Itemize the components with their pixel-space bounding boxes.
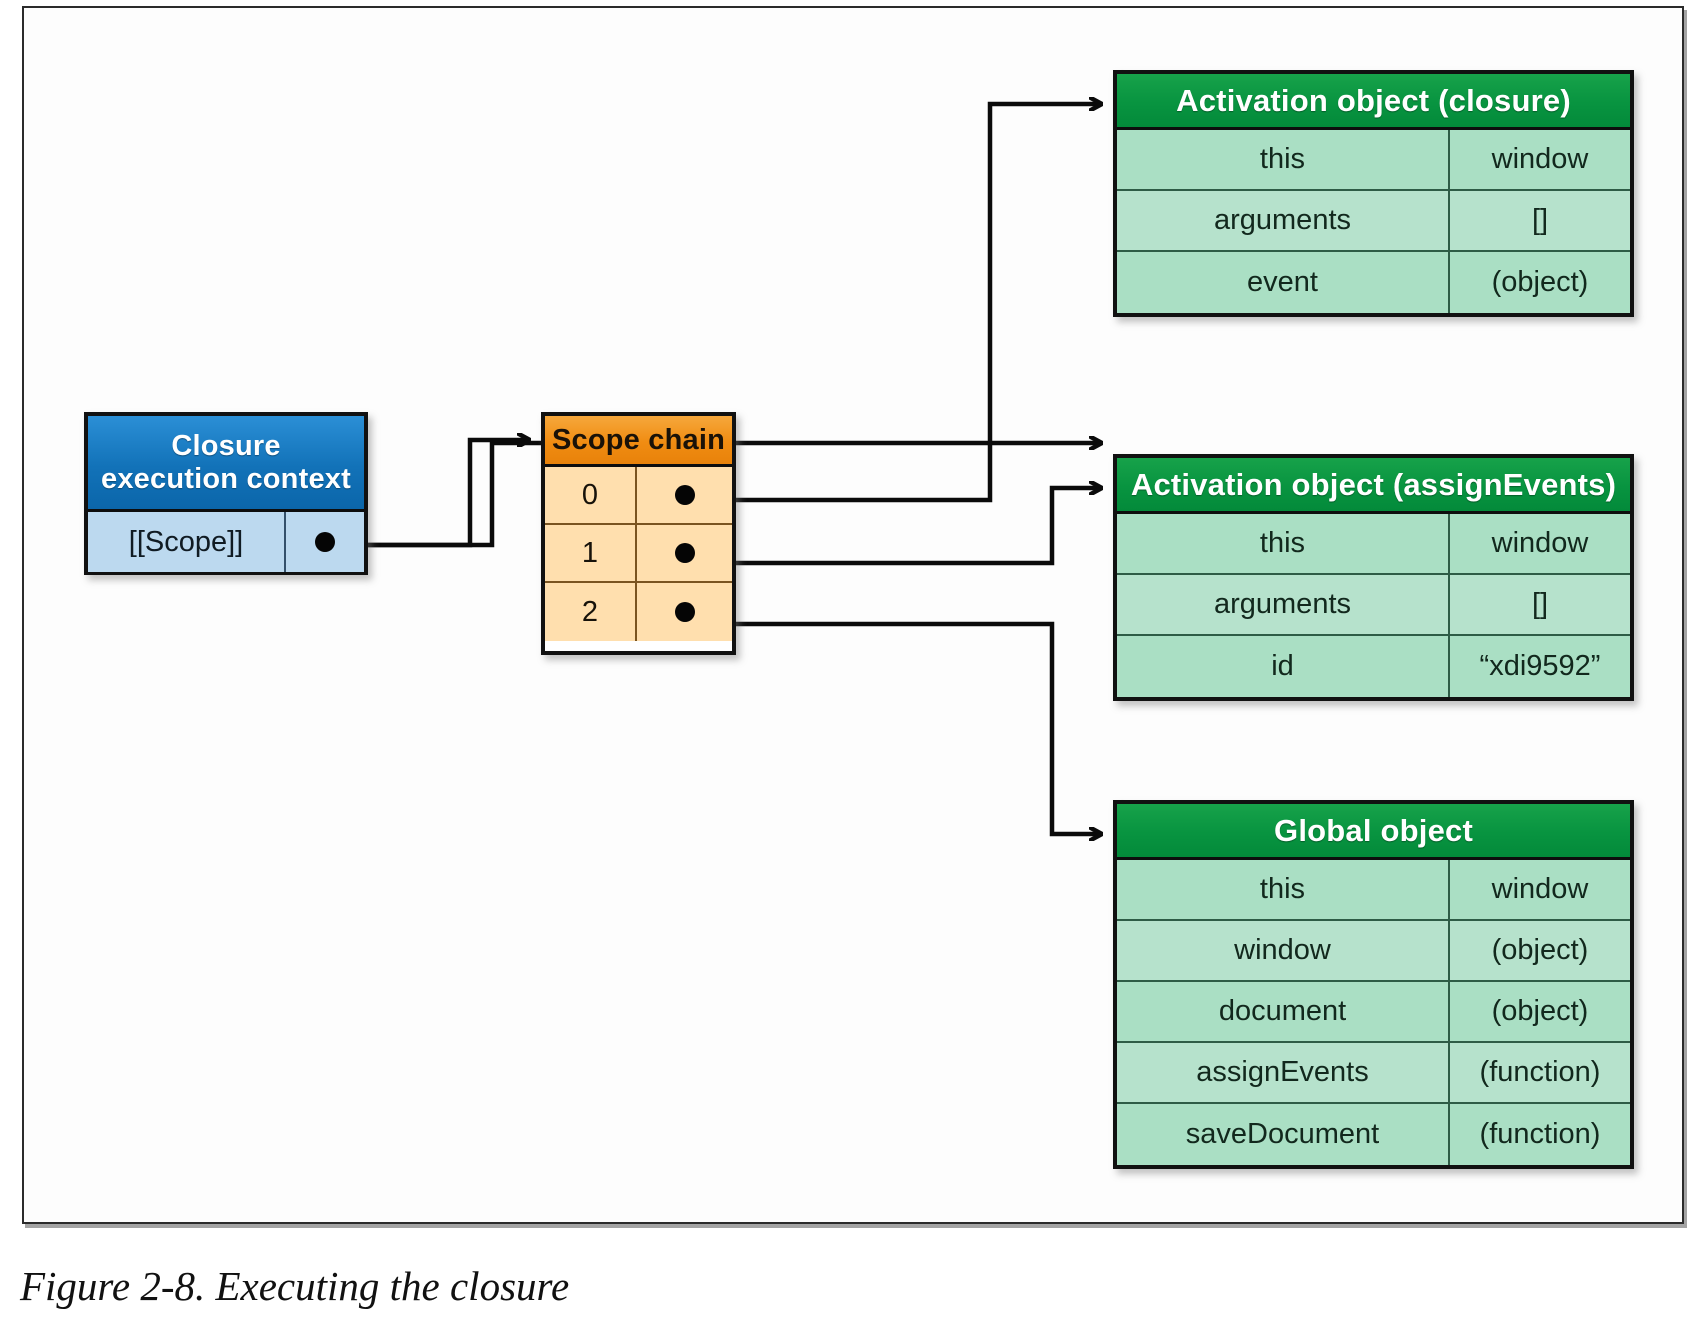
row-value: (object) [1491, 266, 1589, 298]
closure-scope-label: [[Scope]] [88, 512, 286, 572]
row-value: [] [1531, 204, 1549, 236]
table-row: this window [1117, 860, 1630, 921]
scope-chain-index-1: 1 [545, 525, 637, 581]
activation-object-closure-box: Activation object (closure) this window … [1113, 70, 1634, 317]
figure-caption: Figure 2-8. Executing the closure [20, 1263, 570, 1309]
row-value: “xdi9592” [1479, 650, 1601, 682]
row-key: document [1117, 982, 1450, 1041]
table-row: arguments [] [1117, 191, 1630, 252]
row-value: [] [1531, 588, 1549, 620]
row-key: event [1117, 252, 1450, 313]
table-row: id “xdi9592” [1117, 636, 1630, 697]
scope-chain-index-0: 0 [545, 467, 637, 523]
row-value: (function) [1479, 1118, 1601, 1150]
row-value: (function) [1479, 1056, 1601, 1088]
row-value: window [1491, 143, 1589, 175]
closure-execution-context-box: Closure execution context [[Scope]] [84, 412, 368, 575]
row-value: window [1491, 527, 1589, 559]
row-key: saveDocument [1117, 1104, 1450, 1165]
row-key: assignEvents [1117, 1043, 1450, 1102]
row-value: (object) [1491, 995, 1589, 1027]
scope-chain-box: Scope chain 0 1 2 [541, 412, 736, 655]
table-row: arguments [] [1117, 575, 1630, 636]
table-row: window (object) [1117, 921, 1630, 982]
pointer-dot-icon [674, 602, 695, 622]
scope-chain-index-2: 2 [545, 583, 637, 641]
activation-object-closure-title: Activation object (closure) [1117, 74, 1630, 130]
closure-title-line-2: execution context [101, 462, 351, 495]
row-value: window [1491, 873, 1589, 905]
row-key: window [1117, 921, 1450, 980]
scope-chain-entry-2: 2 [545, 583, 732, 641]
pointer-dot-icon [674, 543, 695, 563]
scope-chain-title: Scope chain [545, 416, 732, 467]
scope-chain-pointer-cell-1 [637, 525, 732, 581]
table-row: this window [1117, 130, 1630, 191]
scope-chain-entry-1: 1 [545, 525, 732, 583]
scope-chain-pointer-cell-2 [637, 583, 732, 641]
scope-chain-entry-0: 0 [545, 467, 732, 525]
pointer-dot-icon [315, 532, 335, 552]
table-row: assignEvents (function) [1117, 1043, 1630, 1104]
activation-object-assign-events-title: Activation object (assignEvents) [1117, 458, 1630, 514]
scope-chain-pointer-cell-0 [637, 467, 732, 523]
row-key: id [1117, 636, 1450, 697]
row-key: arguments [1117, 191, 1450, 250]
closure-title-line-1: Closure [171, 430, 281, 463]
table-row: document (object) [1117, 982, 1630, 1043]
row-key: arguments [1117, 575, 1450, 634]
row-key: this [1117, 514, 1450, 573]
table-row: event (object) [1117, 252, 1630, 313]
table-row: saveDocument (function) [1117, 1104, 1630, 1165]
global-object-box: Global object this window window (object… [1113, 800, 1634, 1169]
row-key: this [1117, 860, 1450, 919]
row-value: (object) [1491, 934, 1589, 966]
table-row: this window [1117, 514, 1630, 575]
closure-scope-row: [[Scope]] [88, 512, 364, 572]
pointer-dot-icon [674, 485, 695, 505]
activation-object-assign-events-box: Activation object (assignEvents) this wi… [1113, 454, 1634, 701]
closure-execution-context-title: Closure execution context [88, 416, 364, 512]
global-object-title: Global object [1117, 804, 1630, 860]
row-key: this [1117, 130, 1450, 189]
closure-scope-pointer-cell [286, 512, 364, 572]
